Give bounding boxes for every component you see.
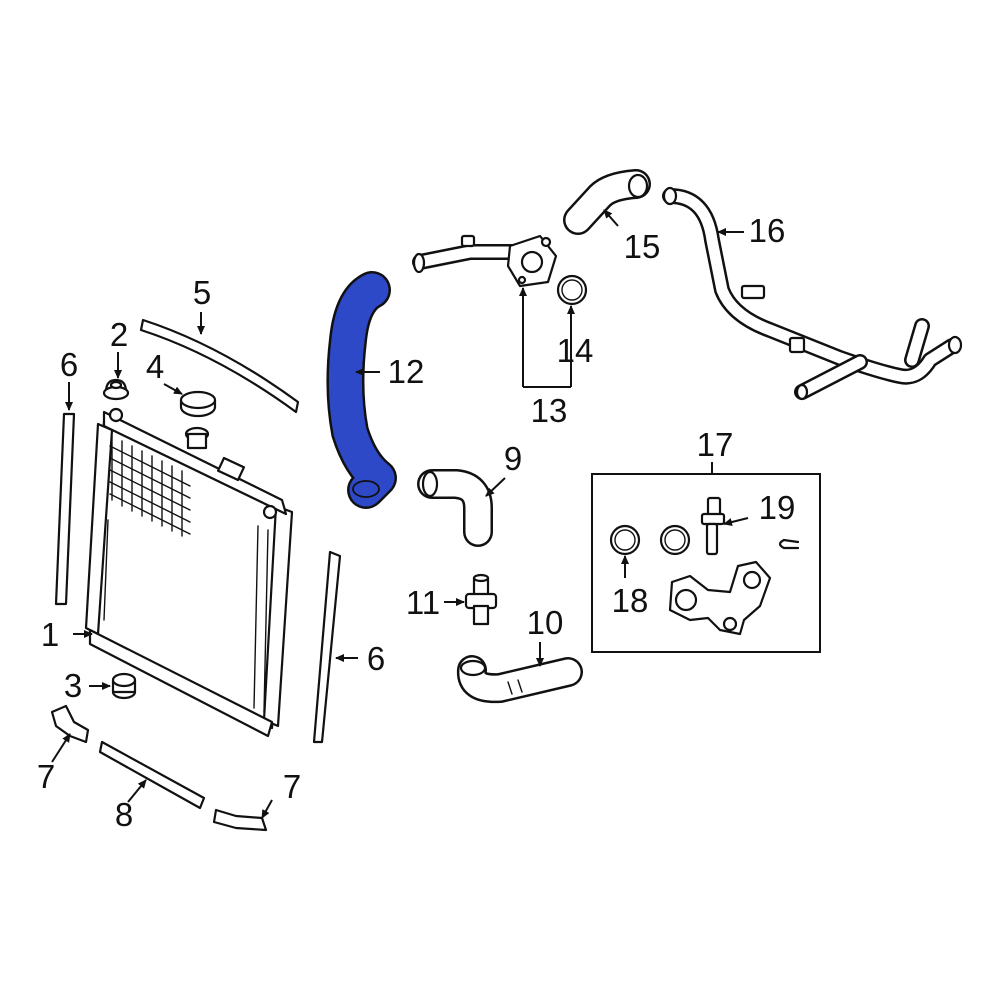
mount-grommet-lower[interactable]: [111, 672, 137, 700]
radiator-core-fins: [103, 435, 269, 713]
water-outlet-housing[interactable]: [412, 234, 558, 288]
upper-air-seal[interactable]: [139, 318, 300, 414]
thermostat-kit-box: [591, 473, 821, 653]
sensor-clip[interactable]: [778, 538, 800, 550]
radiator-hose-9[interactable]: [417, 469, 493, 547]
callout-6-right: 6: [367, 640, 385, 677]
callout-5: 5: [193, 274, 211, 311]
callout-labels: 1 2 3 4 5 6 6 7 7 8 9 10 11 12 13 14 15 …: [37, 212, 796, 833]
side-air-seal-left[interactable]: [54, 412, 76, 606]
callout-8: 8: [115, 796, 133, 833]
callout-16: 16: [749, 212, 786, 249]
callout-11: 11: [406, 584, 440, 621]
leader-lines: [51, 209, 749, 819]
side-air-seal-right[interactable]: [312, 550, 342, 744]
callout-7-right: 7: [283, 768, 301, 805]
lower-bracket-right[interactable]: [212, 808, 268, 832]
lower-bracket-left[interactable]: [50, 704, 90, 744]
callout-10: 10: [527, 604, 564, 641]
temperature-sensor-19[interactable]: [700, 496, 726, 556]
callout-13: 13: [531, 392, 568, 429]
callout-2: 2: [110, 316, 128, 353]
callout-12: 12: [388, 353, 425, 390]
callout-9: 9: [504, 440, 522, 477]
callout-15: 15: [624, 228, 661, 265]
radiator-hose-10[interactable]: [456, 655, 583, 704]
upper-hose-end: [352, 480, 380, 498]
callout-18: 18: [612, 582, 649, 619]
callout-4: 4: [146, 348, 164, 385]
kit-gasket-2[interactable]: [659, 524, 691, 556]
radiator-part[interactable]: [84, 407, 294, 738]
callout-17: 17: [697, 426, 734, 463]
thermostat-housing[interactable]: [668, 560, 772, 636]
lower-air-seal[interactable]: [98, 740, 206, 810]
outlet-gasket[interactable]: [556, 274, 588, 306]
mount-grommet-upper[interactable]: [102, 378, 130, 401]
callout-14: 14: [557, 332, 594, 369]
callout-6-left: 6: [60, 346, 78, 383]
callout-19: 19: [759, 489, 796, 526]
coolant-pipe-16[interactable]: [662, 186, 963, 401]
upper-radiator-hose-highlighted[interactable]: [326, 271, 397, 509]
radiator-cap[interactable]: [179, 390, 217, 418]
bypass-hose-15[interactable]: [563, 169, 651, 235]
callout-7-left: 7: [37, 758, 55, 795]
callout-1: 1: [41, 616, 59, 653]
kit-gasket-18[interactable]: [609, 524, 641, 556]
callout-3: 3: [64, 667, 82, 704]
hose-connector[interactable]: [464, 573, 498, 626]
